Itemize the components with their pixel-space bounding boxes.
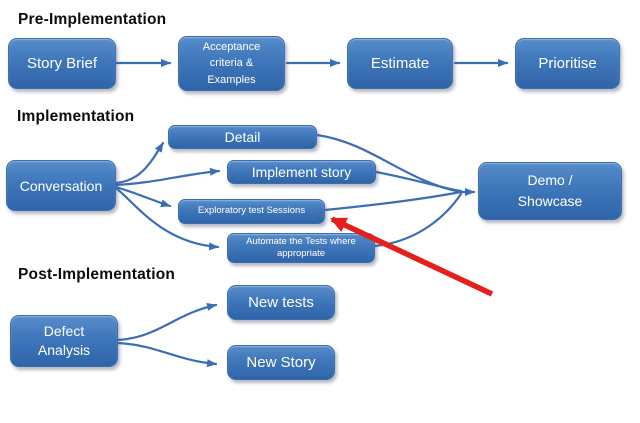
- node-label: Acceptance criteria & Examples: [202, 40, 261, 86]
- node-story-brief: Story Brief: [8, 38, 116, 89]
- arrow-defect-to-new-tests: [115, 302, 218, 342]
- node-label: Prioritise: [538, 55, 597, 72]
- node-label: Story Brief: [26, 55, 98, 72]
- node-label: Automate the Tests where appropriate: [246, 235, 356, 259]
- arrow-implement-story-to-demo: [374, 170, 463, 193]
- arrow-defect-to-new-story: [115, 341, 218, 368]
- node-detail: Detail: [168, 125, 317, 149]
- node-label: Demo / Showcase: [517, 172, 583, 209]
- node-label: Exploratory test Sessions: [197, 205, 306, 217]
- node-label: Detail: [224, 129, 261, 145]
- node-label: New tests: [248, 294, 314, 311]
- arrow-conversation-to-implement-story: [114, 167, 221, 187]
- arrow-exploratory-to-demo: [323, 190, 463, 212]
- section-heading-implementation: Implementation: [17, 108, 135, 125]
- section-heading-pre-implementation: Pre-Implementation: [18, 11, 167, 28]
- node-label: Estimate: [370, 55, 430, 72]
- node-prioritise: Prioritise: [515, 38, 620, 89]
- node-automate-tests: Automate the Tests where appropriate: [227, 233, 375, 263]
- node-label: Implement story: [251, 164, 352, 180]
- node-defect-analysis: Defect Analysis: [10, 315, 118, 367]
- node-acceptance-criteria: Acceptance criteria & Examples: [178, 36, 285, 91]
- arrow-conversation-to-exploratory: [114, 185, 172, 208]
- node-label: Defect Analysis: [37, 323, 91, 358]
- node-implement-story: Implement story: [227, 160, 376, 184]
- node-conversation: Conversation: [6, 160, 116, 211]
- node-label: Conversation: [19, 177, 103, 194]
- node-label: New Story: [246, 354, 316, 371]
- node-demo-showcase: Demo / Showcase: [478, 162, 622, 220]
- section-heading-post-implementation: Post-Implementation: [18, 266, 176, 283]
- node-new-story: New Story: [227, 345, 335, 380]
- node-exploratory-test-sessions: Exploratory test Sessions: [178, 199, 325, 224]
- arrow-conversation-to-detail: [114, 141, 165, 185]
- arrow-automate-to-demo: [373, 192, 463, 248]
- node-estimate: Estimate: [347, 38, 453, 89]
- node-new-tests: New tests: [227, 285, 335, 320]
